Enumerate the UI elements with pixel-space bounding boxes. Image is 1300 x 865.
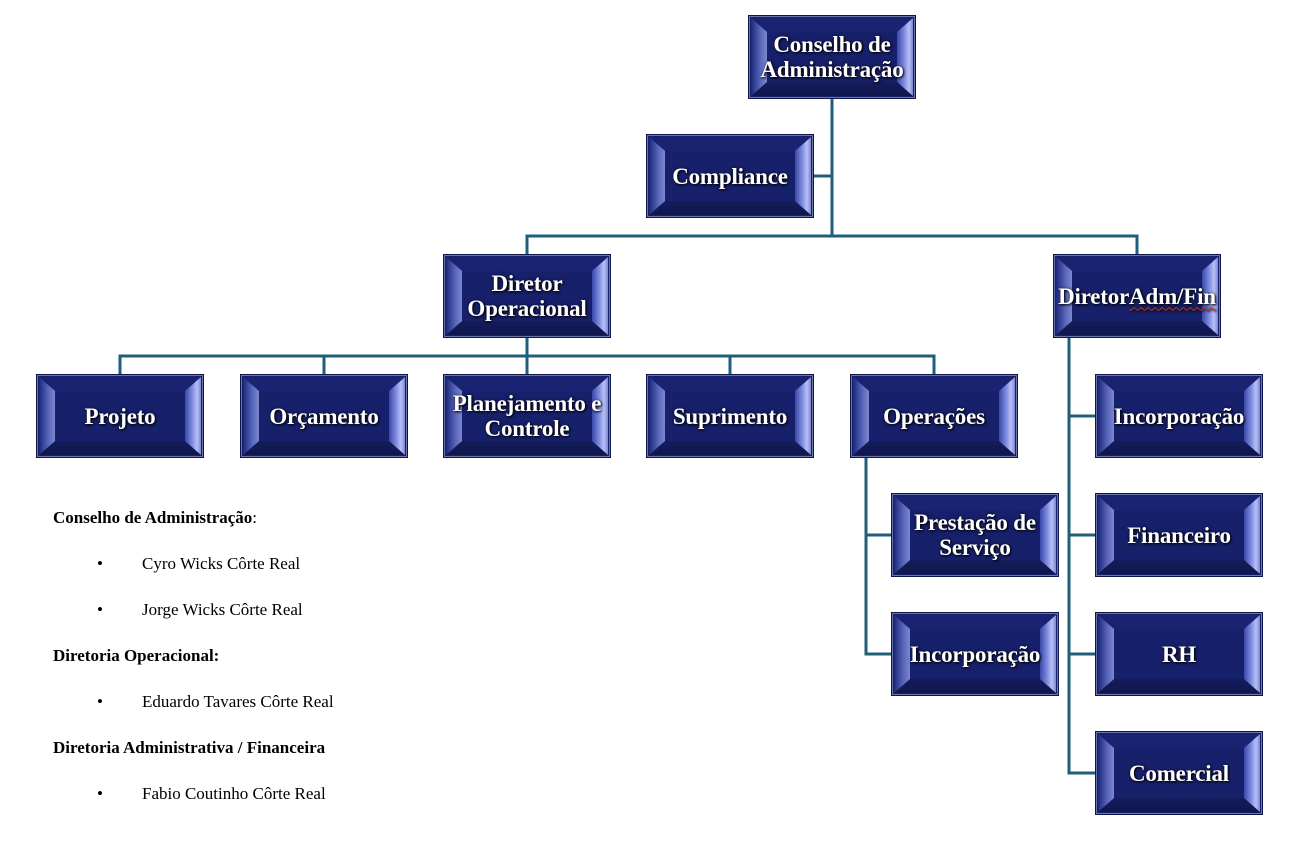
node-compliance[interactable]: Compliance — [646, 134, 814, 218]
member-name: Eduardo Tavares Côrte Real — [142, 692, 334, 711]
legend-heading-text: Diretoria Administrativa / Financeira — [53, 738, 326, 757]
node-orcamento[interactable]: Orçamento — [240, 374, 408, 458]
member-item: • Fabio Coutinho Côrte Real — [53, 782, 473, 806]
node-label: Planejamento e Controle — [452, 391, 602, 441]
node-label: Comercial — [1129, 760, 1229, 786]
node-diretor-adm-fin[interactable]: Diretor Adm/Fin — [1053, 254, 1221, 338]
member-name: Cyro Wicks Côrte Real — [142, 554, 301, 573]
member-list: • Eduardo Tavares Côrte Real — [53, 690, 473, 714]
node-rh[interactable]: RH — [1095, 612, 1263, 696]
bullet-icon: • — [97, 692, 103, 711]
node-label: Incorporação — [1113, 403, 1245, 429]
members-legend: Conselho de Administração: • Cyro Wicks C… — [53, 506, 473, 828]
legend-group-diretoria-adm-fin: Diretoria Administrativa / Financeira • F… — [53, 736, 473, 806]
node-incorporacao-operacoes[interactable]: Incorporação — [891, 612, 1059, 696]
node-planejamento-e-controle[interactable]: Planejamento e Controle — [443, 374, 611, 458]
node-incorporacao-adm[interactable]: Incorporação — [1095, 374, 1263, 458]
member-name: Jorge Wicks Côrte Real — [142, 600, 303, 619]
node-conselho-de-administracao[interactable]: Conselho de Administração — [748, 15, 916, 99]
member-list: • Cyro Wicks Côrte Real • Jorge Wicks Côrt… — [53, 552, 473, 622]
legend-heading-text: Conselho de Administração — [53, 508, 253, 527]
legend-heading-colon: : — [252, 508, 258, 527]
node-suprimento[interactable]: Suprimento — [646, 374, 814, 458]
legend-heading-text: Diretoria Operacional: — [53, 646, 220, 665]
legend-heading: Diretoria Operacional: — [53, 644, 473, 668]
node-label: Prestação de Serviço — [914, 510, 1036, 560]
member-item: • Jorge Wicks Côrte Real — [53, 598, 473, 622]
node-label: Operações — [883, 403, 985, 429]
member-name: Fabio Coutinho Côrte Real — [142, 784, 326, 803]
legend-group-diretoria-operacional: Diretoria Operacional: • Eduardo Tavares … — [53, 644, 473, 714]
node-diretor-operacional[interactable]: Diretor Operacional — [443, 254, 611, 338]
node-label: Orçamento — [269, 403, 379, 429]
node-label: Financeiro — [1127, 522, 1231, 548]
spellcheck-underline: Adm/Fin — [1129, 283, 1216, 309]
node-prestacao-de-servico[interactable]: Prestação de Serviço — [891, 493, 1059, 577]
node-financeiro[interactable]: Financeiro — [1095, 493, 1263, 577]
node-label: Suprimento — [672, 403, 788, 429]
node-label: Incorporação — [909, 641, 1041, 667]
node-label: Diretor Operacional — [467, 271, 587, 321]
node-label: Compliance — [672, 163, 788, 189]
node-operacoes[interactable]: Operações — [850, 374, 1018, 458]
node-projeto[interactable]: Projeto — [36, 374, 204, 458]
node-comercial[interactable]: Comercial — [1095, 731, 1263, 815]
legend-heading: Conselho de Administração: — [53, 506, 473, 530]
node-label: Projeto — [84, 403, 156, 429]
member-item: • Cyro Wicks Côrte Real — [53, 552, 473, 576]
legend-group-conselho: Conselho de Administração: • Cyro Wicks C… — [53, 506, 473, 622]
node-label: RH — [1161, 641, 1197, 667]
bullet-icon: • — [97, 554, 103, 573]
member-item: • Eduardo Tavares Côrte Real — [53, 690, 473, 714]
bullet-icon: • — [97, 784, 103, 803]
bullet-icon: • — [97, 600, 103, 619]
member-list: • Fabio Coutinho Côrte Real — [53, 782, 473, 806]
node-label: Diretor Adm/Fin — [1058, 283, 1216, 309]
legend-heading: Diretoria Administrativa / Financeira — [53, 736, 473, 760]
node-label: Conselho de Administração — [760, 32, 904, 82]
